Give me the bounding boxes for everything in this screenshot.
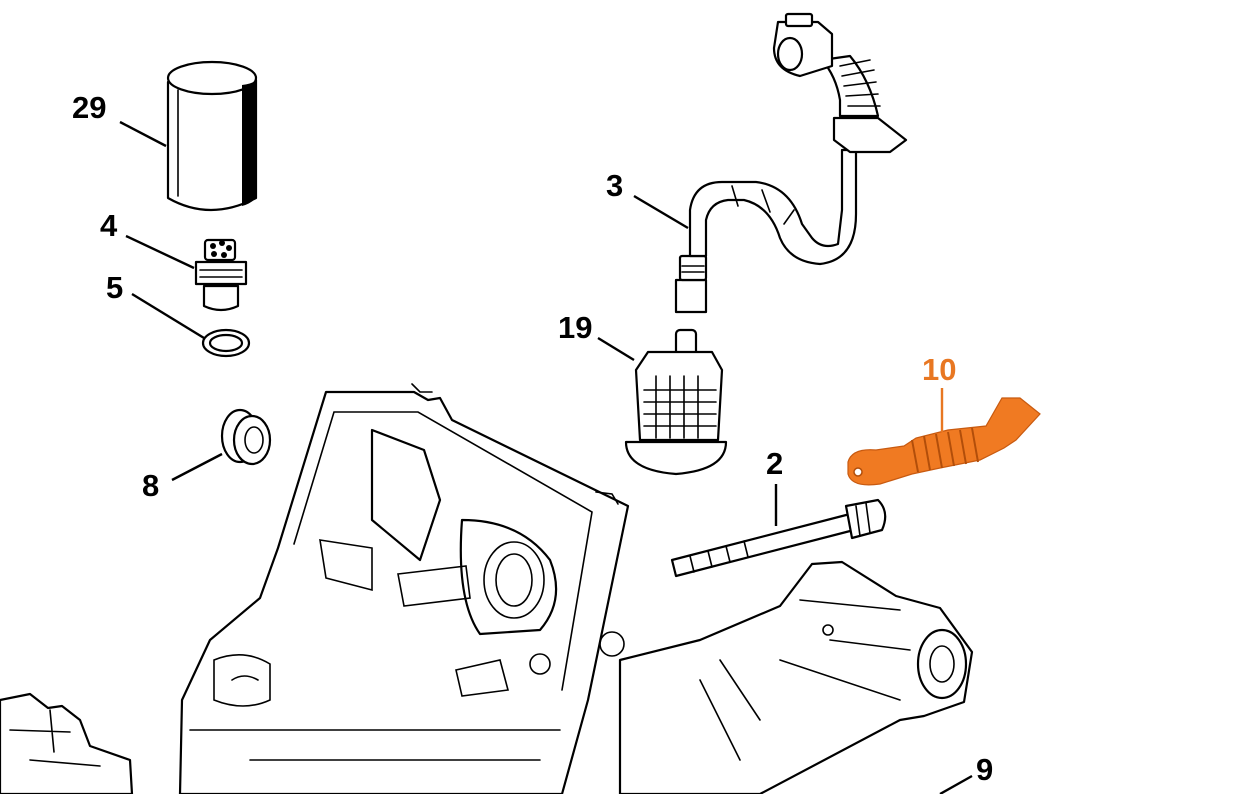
callout-29[interactable]: 29 — [72, 90, 106, 125]
leader-8 — [171, 452, 223, 482]
part-2-bolt[interactable] — [670, 498, 887, 578]
part-5-o-ring[interactable] — [201, 328, 251, 358]
left-partial-part — [0, 692, 134, 794]
leader-3 — [633, 194, 689, 230]
part-10-oil-hose-highlighted[interactable] — [847, 397, 1041, 486]
callout-8[interactable]: 8 — [142, 468, 159, 503]
callout-5[interactable]: 5 — [106, 270, 123, 305]
part-3-fuel-hose[interactable] — [674, 12, 908, 314]
callout-9[interactable]: 9 — [976, 752, 993, 787]
leader-29 — [119, 120, 167, 148]
part-29-cylinder[interactable] — [166, 60, 258, 212]
callout-10[interactable]: 10 — [922, 352, 956, 387]
callout-19[interactable]: 19 — [558, 310, 592, 345]
part-8-grommet[interactable] — [220, 408, 272, 466]
callout-2[interactable]: 2 — [766, 446, 783, 481]
leader-4 — [125, 234, 195, 270]
part-4-fitting[interactable] — [194, 238, 248, 312]
leader-9 — [939, 774, 973, 794]
main-housing — [178, 383, 630, 794]
leader-19 — [597, 336, 635, 362]
part-19-pickup-filter[interactable] — [624, 328, 728, 476]
callout-3[interactable]: 3 — [606, 168, 623, 203]
callout-4[interactable]: 4 — [100, 208, 118, 243]
handle-bracket — [618, 560, 974, 794]
leader-5 — [131, 292, 205, 340]
